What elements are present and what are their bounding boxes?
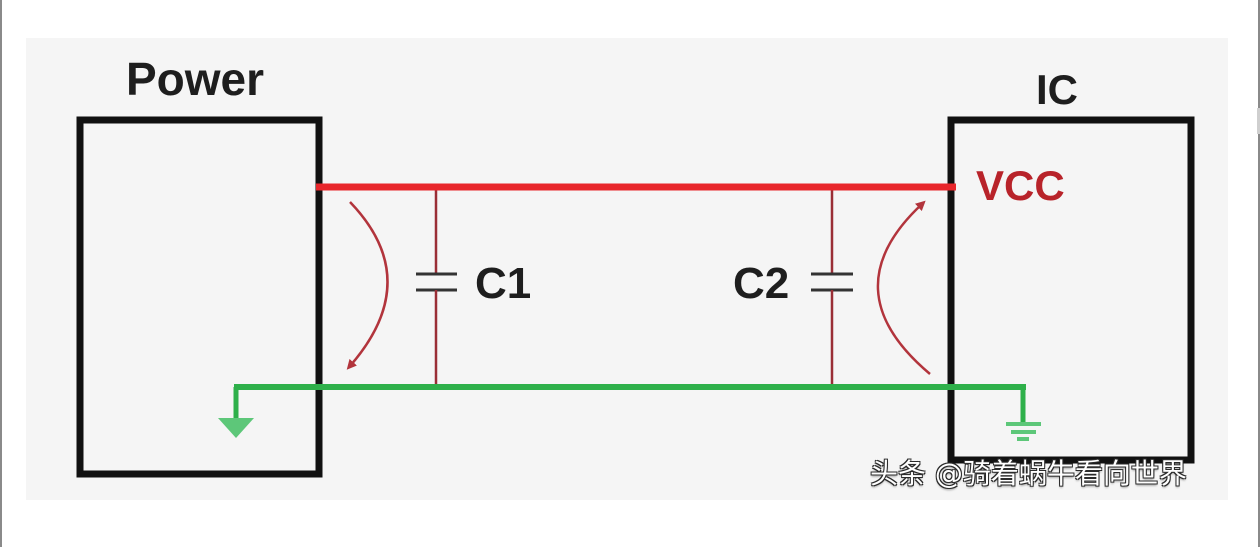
ground-symbol-left-icon [218, 418, 254, 438]
power-label: Power [126, 53, 264, 105]
ground-symbol-right-icon [1006, 422, 1041, 441]
watermark: 头条 @骑着蜗牛看向世界 [870, 457, 1187, 490]
ic-label: IC [1036, 66, 1078, 113]
c1-label: C1 [475, 259, 531, 308]
c1-discharge-arrow-icon [346, 201, 389, 370]
vcc-label: VCC [976, 162, 1065, 209]
ic-box [947, 116, 1195, 464]
power-box [76, 116, 323, 478]
c2-discharge-arrow-icon [876, 200, 931, 375]
c2-label: C2 [733, 259, 789, 308]
scrollbar-thumb[interactable] [1257, 108, 1260, 134]
frame-right-edge [1258, 0, 1260, 547]
frame-left-edge [0, 0, 2, 547]
